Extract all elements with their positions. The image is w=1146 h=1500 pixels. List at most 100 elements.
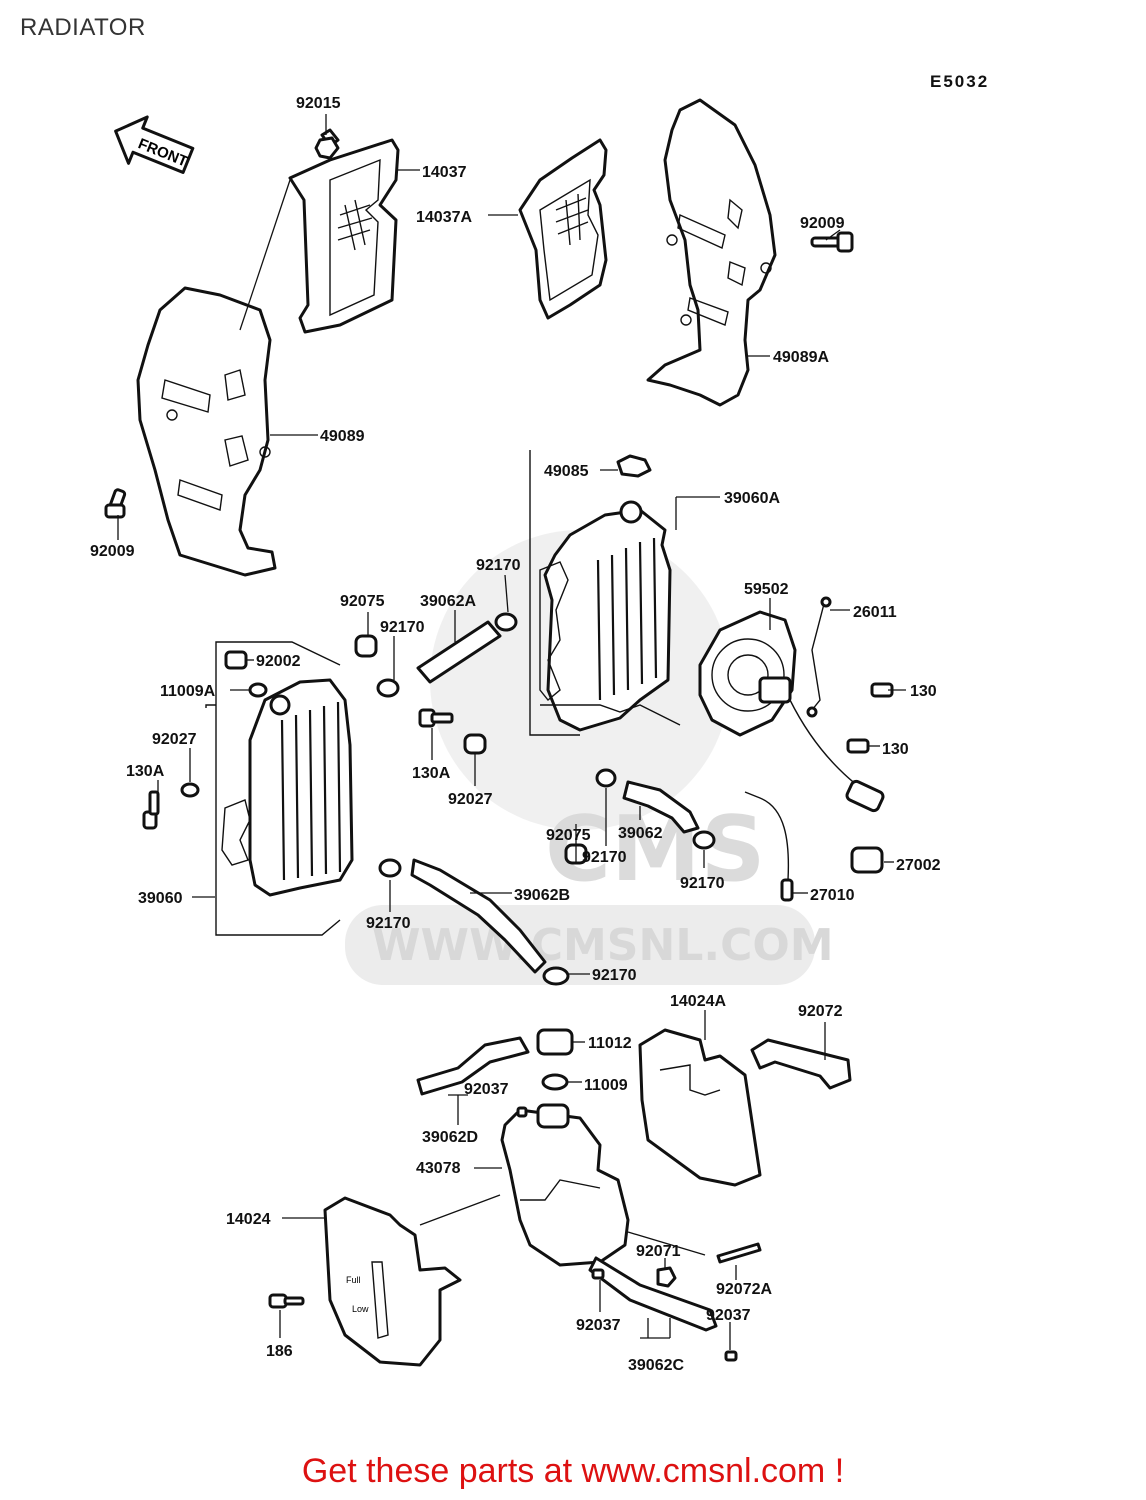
part-label: 92170 xyxy=(476,557,521,574)
clamp-92170-center xyxy=(595,768,617,788)
part-label: 26011 xyxy=(853,604,897,621)
part-label: 92170 xyxy=(366,915,411,932)
part-label: 92075 xyxy=(340,593,385,610)
part-label: 130 xyxy=(882,741,909,758)
part-label: 92037 xyxy=(706,1307,751,1324)
part-label: 92170 xyxy=(592,967,637,984)
part-label: 39060A xyxy=(724,490,780,507)
part-label: 39062D xyxy=(422,1129,478,1146)
part-label: 39062C xyxy=(628,1357,684,1374)
radiator-screen-left xyxy=(288,128,400,334)
plug-92002 xyxy=(224,650,248,670)
part-label: 92037 xyxy=(576,1317,621,1334)
radiator-screen-right xyxy=(518,138,608,320)
clamp-92170-upper xyxy=(494,612,518,632)
clamp-92170-lower xyxy=(542,966,570,986)
fan-motor xyxy=(698,610,885,813)
hose-39062B xyxy=(410,858,547,974)
radiator-cap-49085 xyxy=(616,454,652,478)
part-label: 11009 xyxy=(584,1077,628,1094)
bolt-130A-left xyxy=(142,790,160,830)
leader-lines xyxy=(117,114,906,1350)
part-label: 39062 xyxy=(618,825,663,842)
tank-marking-low: Low xyxy=(352,1304,369,1314)
part-label: 27002 xyxy=(896,857,941,874)
clamp-92037 xyxy=(516,1106,738,1362)
footer-link[interactable]: Get these parts at www.cmsnl.com ! xyxy=(301,1452,845,1490)
part-label: 92075 xyxy=(546,827,591,844)
bolt-186 xyxy=(268,1293,305,1309)
bolt-130-lower xyxy=(846,738,870,754)
part-label: 92009 xyxy=(800,215,845,232)
tank-marking-full: Full xyxy=(346,1275,361,1285)
part-label: 14024 xyxy=(226,1211,271,1228)
diagram-code: E5032 xyxy=(930,72,990,91)
radiator-left-bracket-outline xyxy=(205,641,341,936)
parts-diagram: CMS WWW.CMSNL.COM FRONT xyxy=(90,95,941,1374)
clamp-92170-right xyxy=(692,830,716,850)
reserve-tank xyxy=(500,1103,630,1267)
cap-11012 xyxy=(536,1028,574,1056)
bolt-92009-left xyxy=(104,488,127,519)
grommet-92075-upper xyxy=(354,634,378,658)
part-labels: 92015 14037 14037A 92009 49089A 49089 92… xyxy=(90,95,941,1374)
part-label: 92015 xyxy=(296,95,341,112)
washer-11009A xyxy=(248,682,268,698)
radiator-shroud-right xyxy=(646,98,777,407)
part-label: 92037 xyxy=(464,1081,509,1098)
part-label: 130 xyxy=(910,683,937,700)
part-label: 27010 xyxy=(810,887,855,904)
part-label: 49085 xyxy=(544,463,589,480)
part-label: 92071 xyxy=(636,1243,681,1260)
page-title: RADIATOR xyxy=(20,14,146,41)
nut-92071 xyxy=(656,1266,677,1288)
hose-39062 xyxy=(622,780,700,834)
clamp-92170-left xyxy=(376,678,400,698)
clamp-92170-lower-left xyxy=(378,858,402,878)
part-label: 92170 xyxy=(582,849,627,866)
part-label: 92027 xyxy=(448,791,493,808)
wire-26011 xyxy=(806,596,832,718)
nut-92015 xyxy=(314,136,340,160)
temp-sensor-27010 xyxy=(744,791,794,902)
part-label: 14037 xyxy=(422,164,467,181)
hose-39062D xyxy=(416,1036,530,1096)
part-label: 39060 xyxy=(138,890,183,907)
part-label: 92072A xyxy=(716,1281,772,1298)
bolt-92072A xyxy=(716,1242,762,1264)
part-label: 186 xyxy=(266,1343,293,1360)
part-label: 39062A xyxy=(420,593,476,610)
part-label: 130A xyxy=(126,763,165,780)
cap-27002 xyxy=(850,846,884,874)
part-label: 49089A xyxy=(773,349,829,366)
watermark-url: WWW.CMSNL.COM xyxy=(372,920,834,971)
part-label: 130A xyxy=(412,765,451,782)
hose-39062A xyxy=(416,620,502,684)
part-label: 92072 xyxy=(798,1003,843,1020)
bolt-92009-right xyxy=(810,231,854,253)
part-label: 14037A xyxy=(416,209,472,226)
part-label: 92170 xyxy=(380,619,425,636)
part-label: 92002 xyxy=(256,653,301,670)
radiator-shroud-left xyxy=(136,286,277,577)
bracket-92072 xyxy=(750,1038,852,1090)
radiator-right xyxy=(539,500,672,732)
tank-cover-14024A xyxy=(638,1028,762,1187)
tank-cover-14024: Full Low xyxy=(323,1196,462,1367)
grommet-92027-left xyxy=(180,782,200,798)
part-label: 11012 xyxy=(588,1035,632,1052)
gasket-11009 xyxy=(541,1073,569,1091)
radiator-right-bracket-outline xyxy=(529,450,681,736)
part-label: 92027 xyxy=(152,731,197,748)
part-label: 11009A xyxy=(160,683,216,700)
front-arrow-icon: FRONT xyxy=(114,115,195,174)
part-label: 14024A xyxy=(670,993,726,1010)
part-label: 92170 xyxy=(680,875,725,892)
part-label: 49089 xyxy=(320,428,365,445)
grommet-92027-center xyxy=(463,733,487,755)
radiator-left xyxy=(221,678,354,897)
part-label: 43078 xyxy=(416,1160,461,1177)
part-label: 59502 xyxy=(744,581,789,598)
part-label: 92009 xyxy=(90,543,135,560)
bolt-130A-center xyxy=(418,708,454,728)
